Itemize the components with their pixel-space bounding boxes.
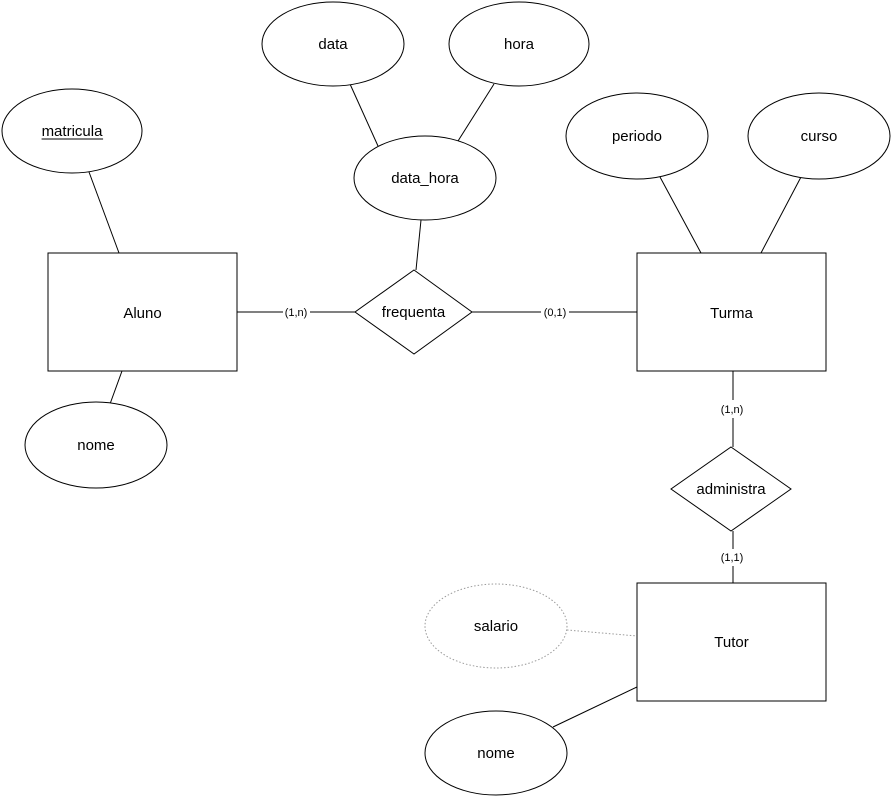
- cardinality-aluno-frequenta: (1,n): [285, 307, 308, 319]
- attribute-matricula-label: matricula: [42, 123, 104, 140]
- attribute-periodo: periodo: [565, 92, 709, 180]
- attribute-data-hora-ellipse: [353, 135, 497, 221]
- attribute-salario-label: salario: [474, 618, 518, 635]
- attribute-data-hora-label: data_hora: [391, 170, 459, 187]
- link-matricula-aluno: [88, 171, 120, 254]
- connector-lines: [88, 83, 802, 728]
- attribute-aluno-nome: nome: [24, 401, 168, 489]
- link-tutor-nome: [552, 686, 638, 728]
- relationship-administra: administra: [670, 446, 792, 532]
- entity-tutor: Tutor: [636, 582, 827, 702]
- attribute-periodo-label: periodo: [612, 128, 662, 145]
- attribute-salario: salario: [424, 583, 568, 669]
- cardinality-frequenta-turma: (0,1): [544, 307, 567, 319]
- entity-tutor-box: [636, 582, 827, 702]
- attribute-data-label: data: [318, 36, 348, 53]
- entity-aluno-label: Aluno: [123, 305, 161, 322]
- attribute-aluno-nome-label: nome: [77, 437, 115, 454]
- entity-aluno: Aluno: [47, 252, 238, 372]
- cardinality-turma-administra: (1,n): [721, 404, 744, 416]
- link-data-datahora: [349, 83, 379, 147]
- entity-turma: Turma: [636, 252, 827, 372]
- attribute-hora: hora: [448, 1, 590, 87]
- entity-tutor-label: Tutor: [714, 634, 748, 651]
- relationship-frequenta-label: frequenta: [382, 304, 446, 321]
- attribute-matricula: matricula: [1, 88, 143, 174]
- entity-aluno-box: [47, 252, 238, 372]
- attribute-tutor-nome: nome: [424, 710, 568, 796]
- attribute-matricula-ellipse: [1, 88, 143, 174]
- attribute-hora-label: hora: [504, 36, 535, 53]
- relationship-frequenta: frequenta: [354, 269, 473, 355]
- attribute-data-ellipse: [261, 1, 405, 87]
- link-hora-datahora: [457, 83, 495, 142]
- cardinality-administra-tutor: (1,1): [721, 552, 744, 564]
- attribute-aluno-nome-ellipse: [24, 401, 168, 489]
- attribute-hora-ellipse: [448, 1, 590, 87]
- attribute-periodo-ellipse: [565, 92, 709, 180]
- attribute-salario-ellipse: [424, 583, 568, 669]
- attribute-data: data: [261, 1, 405, 87]
- attribute-data-hora: data_hora: [353, 135, 497, 221]
- attribute-tutor-nome-ellipse: [424, 710, 568, 796]
- entity-turma-label: Turma: [710, 305, 753, 322]
- link-curso-turma: [760, 176, 802, 254]
- attribute-curso-label: curso: [801, 128, 838, 145]
- attribute-tutor-nome-label: nome: [477, 745, 515, 762]
- link-aluno-nome: [109, 370, 123, 405]
- relationship-administra-label: administra: [696, 481, 766, 498]
- attribute-curso: curso: [747, 92, 891, 180]
- link-salario-tutor: [566, 629, 638, 637]
- relationship-frequenta-diamond: [354, 269, 473, 355]
- link-datahora-frequenta: [415, 219, 422, 271]
- attribute-curso-ellipse: [747, 92, 891, 180]
- entity-turma-box: [636, 252, 827, 372]
- link-periodo-turma: [659, 176, 702, 254]
- relationship-administra-diamond: [670, 446, 792, 532]
